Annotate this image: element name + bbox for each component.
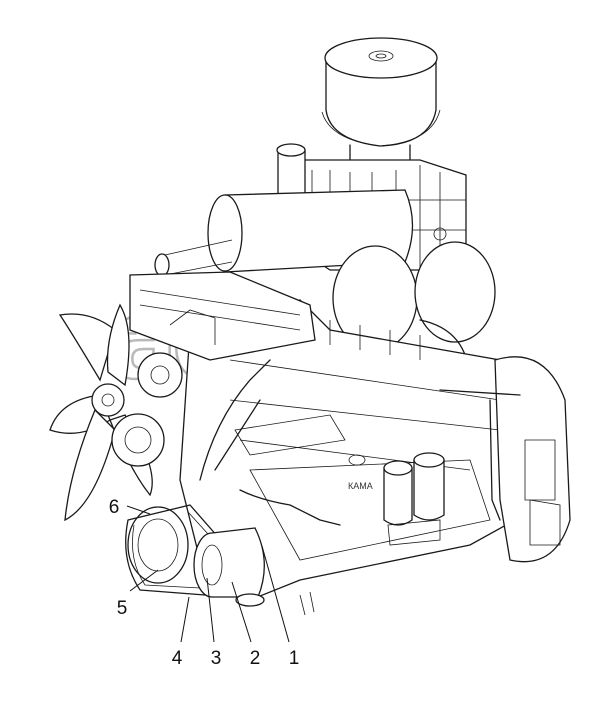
callout-6: 6	[109, 497, 120, 518]
callout-labels: 1 2 3 4 5 6	[109, 497, 300, 669]
flywheel-housing	[494, 356, 571, 563]
air-filter	[321, 37, 441, 166]
callout-leaders	[126, 505, 290, 643]
callout-2: 2	[250, 648, 261, 669]
pulleys	[111, 352, 226, 596]
hoses	[199, 359, 521, 616]
engine-badge: КАМА	[348, 481, 373, 491]
turbo-pipes	[299, 241, 496, 396]
leader-6	[126, 505, 151, 515]
leader-4	[180, 596, 190, 643]
valve-cover	[129, 271, 316, 361]
callout-1: 1	[289, 648, 300, 669]
callout-4: 4	[172, 648, 183, 669]
callout-5: 5	[117, 598, 128, 619]
leader-2	[231, 581, 252, 643]
alternator	[193, 527, 265, 607]
oil-filters	[383, 452, 445, 546]
leader-3	[206, 577, 215, 643]
callout-3: 3	[211, 648, 222, 669]
leader-1	[261, 545, 290, 643]
leader-5	[129, 569, 159, 592]
